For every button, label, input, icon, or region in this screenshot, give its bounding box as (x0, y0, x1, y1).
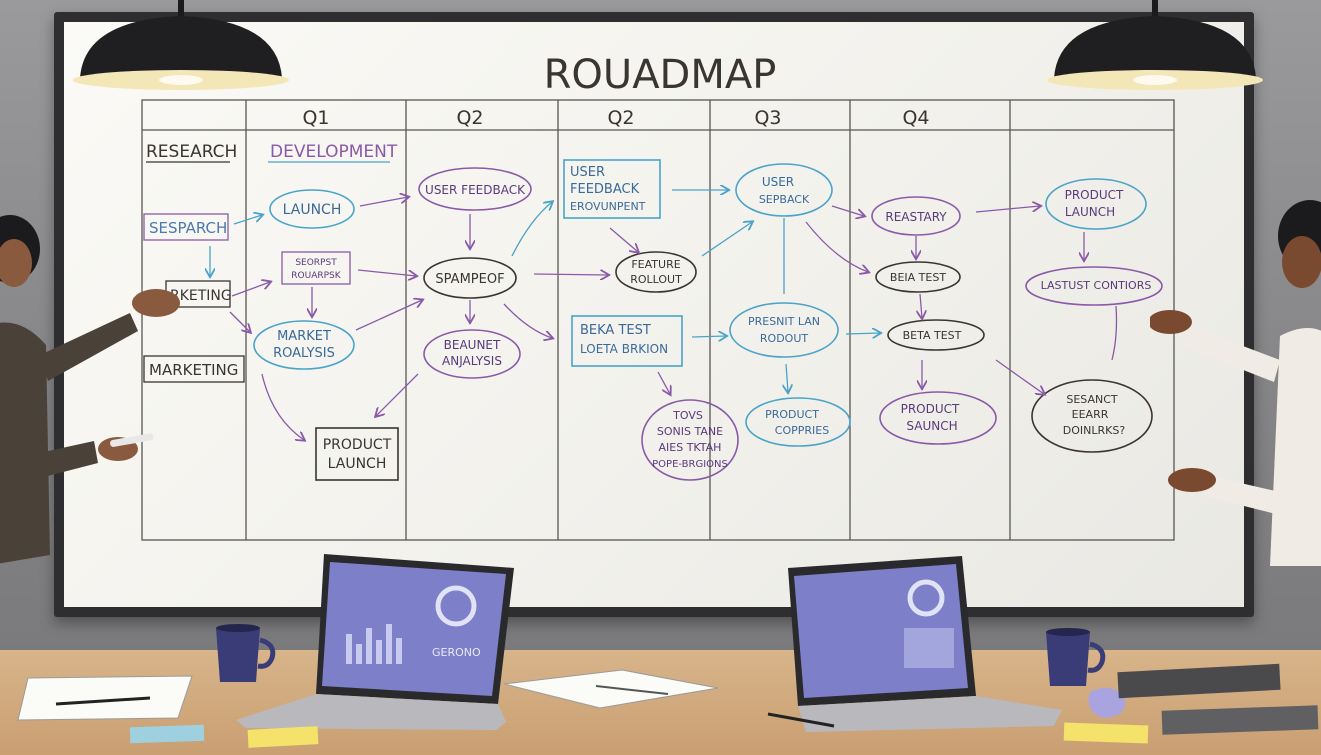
node-ps-l2: SAUNCH (906, 419, 957, 433)
lane-research: RESEARCH (146, 142, 237, 162)
node-launch: LAUNCH (283, 202, 342, 218)
laptop-left-screen-text: GERONO (432, 646, 481, 659)
mug-left (216, 624, 276, 682)
board-title: ROUADMAP (544, 52, 777, 98)
lane-rketing: RKETING (170, 288, 232, 304)
column-header-q2b: Q2 (607, 107, 634, 129)
node-presnit-l2: RODOUT (760, 332, 808, 345)
lane-sesparch: SESPARCH (149, 219, 227, 237)
node-feature-l1: FEATURE (631, 258, 680, 271)
lane-marketing: MARKETING (149, 361, 238, 379)
column-header-q4: Q4 (902, 107, 929, 129)
node-beaunet-l2: ANJALYSIS (442, 354, 502, 368)
node-ufb-l2: FEEDBACK (570, 182, 640, 197)
column-header-q3: Q3 (754, 107, 781, 129)
header-development: DEVELOPMENT (270, 142, 398, 162)
presenter-left (0, 215, 180, 564)
node-us-l1: USER (762, 175, 794, 189)
node-beta-box-l1: BEKA TEST (580, 323, 651, 338)
node-lastust: LASTUST CONTIORS (1041, 279, 1152, 292)
node-ufb-l3: EROVUNPENT (570, 200, 646, 213)
node-reastary: REASTARY (885, 210, 947, 224)
node-beta-test-2: BETA TEST (903, 329, 962, 342)
node-tovs-l4: POPE-BRGIONS (652, 459, 728, 470)
node-beaunet-l1: BEAUNET (444, 338, 501, 352)
column-header-q2a: Q2 (456, 107, 483, 129)
pendant-lamp-left (73, 0, 289, 90)
node-us-l2: SEPBACK (759, 193, 810, 206)
laptop-right (788, 556, 1062, 732)
roadmap-arrows (210, 190, 1118, 440)
node-seorest-l2: ROUARPSK (291, 271, 341, 281)
node-pc-l2: COPPRIES (775, 424, 829, 437)
laptop-left: GERONO (236, 554, 514, 730)
node-spampeof: SPAMPEOF (435, 272, 504, 287)
node-tovs-l1: TOVS (672, 409, 703, 422)
node-market-l2: ROALYSIS (273, 346, 335, 361)
whiteboard (64, 22, 1244, 607)
roadmap-grid (141, 99, 1175, 541)
node-pl2-l1: PRODUCT (1065, 188, 1124, 202)
pendant-lamp-right (1047, 0, 1263, 90)
presenter-right (1150, 200, 1321, 566)
node-ufb-l1: USER (570, 165, 605, 180)
node-ps-l1: PRODUCT (901, 402, 960, 416)
node-product-launch-l2: LAUNCH (328, 456, 387, 472)
node-user-feedback: USER FEEDBACK (425, 183, 526, 197)
node-pl2-l2: LAUNCH (1065, 205, 1115, 219)
mug-right (1046, 628, 1106, 686)
node-product-launch-l1: PRODUCT (323, 437, 392, 453)
node-beta-test-1: BEIA TEST (890, 271, 946, 284)
node-market-l1: MARKET (277, 329, 331, 344)
node-tovs-l3: AIES TKTAH (659, 441, 722, 454)
node-sesanct-l1: SESANCT (1066, 393, 1118, 406)
column-header-q1: Q1 (302, 107, 329, 129)
node-sesanct-l2: EEARR (1072, 408, 1109, 421)
node-beta-box-l2: LOETA BRKION (580, 342, 668, 356)
node-seorest-l1: SEORPST (295, 258, 337, 268)
desk-items (17, 663, 1319, 748)
node-sesanct-l3: DOINLRKS? (1063, 424, 1126, 437)
node-tovs-l2: SONIS TANE (657, 425, 723, 438)
node-pc-l1: PRODUCT (765, 408, 819, 421)
node-presnit-l1: PRESNIT LAN (748, 315, 820, 328)
node-feature-l2: ROLLOUT (630, 273, 682, 286)
